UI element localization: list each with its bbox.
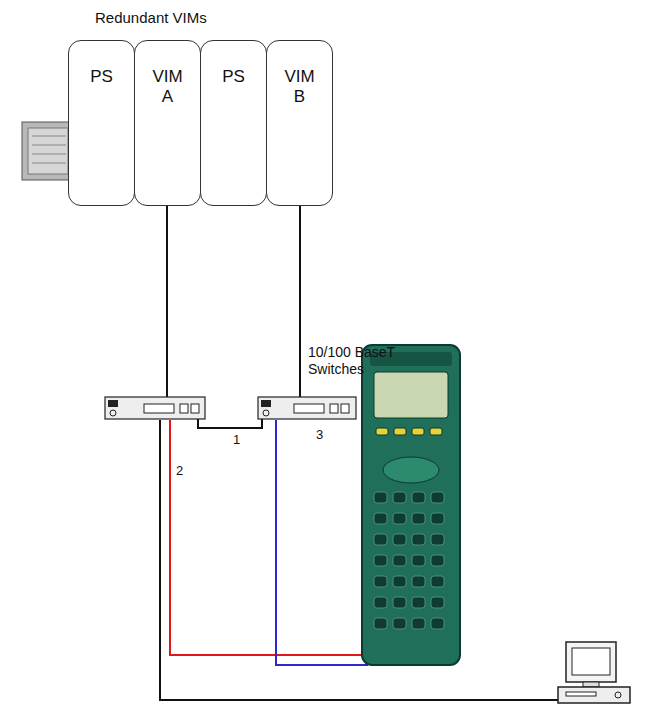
cable [299, 205, 301, 398]
connector-stub [22, 122, 70, 180]
handheld-communicator [362, 345, 460, 665]
diagram-title: Redundant VIMs [95, 9, 207, 27]
module-label: VIM A [148, 67, 188, 108]
callout-number: 3 [316, 427, 323, 443]
power-supply-module: PS [68, 40, 135, 206]
callout-number: 1 [233, 432, 240, 448]
switch-label: 10/100 BaseT Switches [308, 344, 428, 378]
module-label: PS [214, 67, 254, 87]
cable [198, 416, 262, 428]
computer [558, 642, 630, 703]
ethernet-switch [105, 397, 205, 419]
interface-module: VIM B [266, 40, 333, 206]
interface-module: VIM A [134, 40, 201, 206]
connector-ribs [32, 136, 66, 163]
cable [276, 420, 368, 665]
cable [170, 420, 368, 655]
network-cables [160, 205, 590, 700]
module-label: VIM B [280, 67, 320, 108]
callout-number: 2 [176, 463, 183, 479]
ethernet-switch [258, 397, 356, 419]
cable [166, 205, 168, 398]
power-supply-module: PS [200, 40, 267, 206]
module-label: PS [82, 67, 122, 87]
